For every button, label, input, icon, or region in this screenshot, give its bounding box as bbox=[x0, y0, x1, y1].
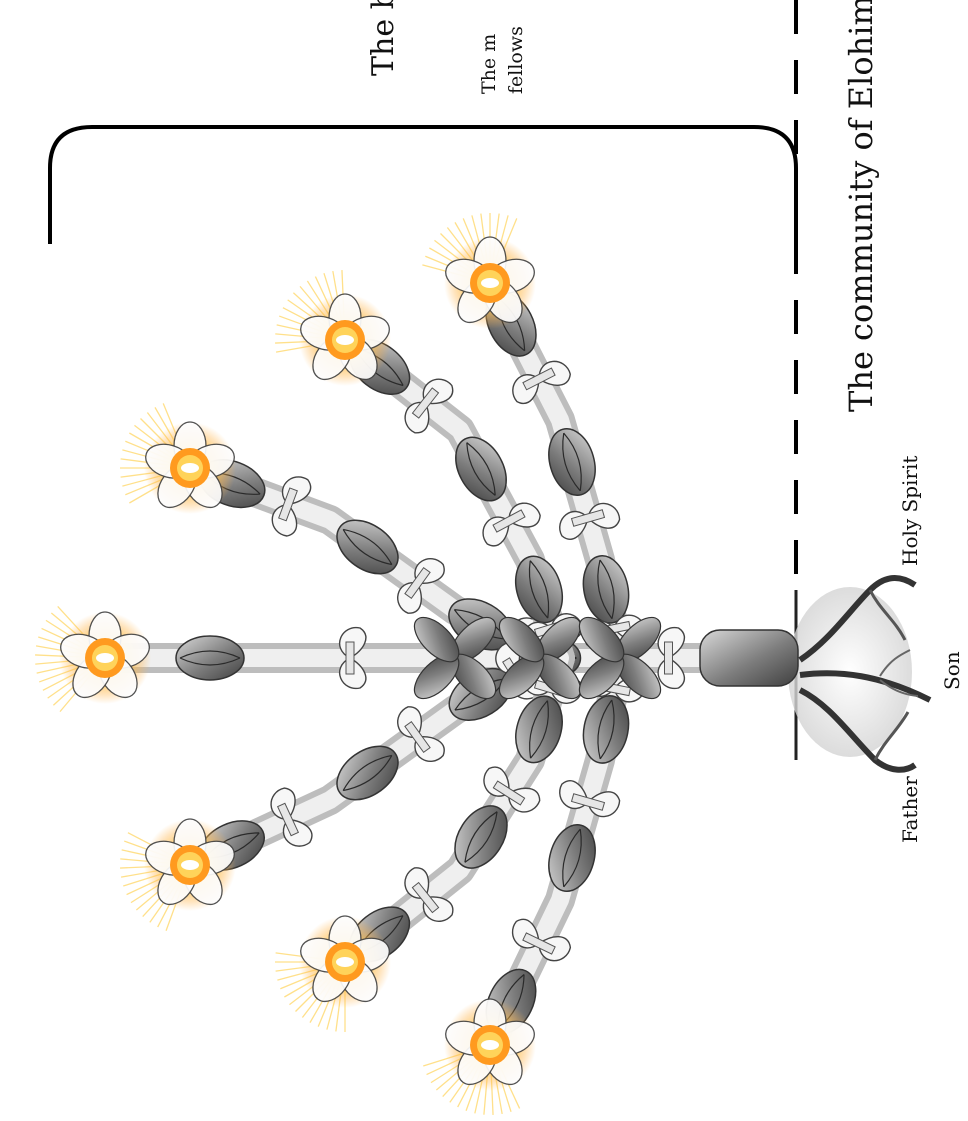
knop-ring bbox=[404, 566, 431, 600]
caption-top: The b bbox=[366, 0, 401, 76]
branch-ornament bbox=[548, 428, 596, 496]
branch-ornament bbox=[512, 360, 571, 404]
branch-ornament bbox=[657, 626, 685, 690]
flame-core bbox=[481, 278, 499, 288]
branch-ornament bbox=[397, 706, 445, 762]
branch-ornament bbox=[559, 780, 621, 818]
knop-ring bbox=[492, 509, 526, 533]
branch-ornament bbox=[270, 787, 313, 847]
knop-ring bbox=[664, 641, 673, 675]
flame-core bbox=[336, 957, 354, 967]
knop-ring bbox=[570, 509, 606, 527]
almond-bud bbox=[582, 695, 630, 764]
root-label-father: Father bbox=[898, 776, 922, 843]
branch-ornament bbox=[455, 436, 507, 502]
bud-veins bbox=[342, 528, 393, 566]
caption-community: The community of Elohim bbox=[842, 0, 880, 412]
menorah-branches bbox=[90, 268, 799, 1060]
bud-veins bbox=[529, 700, 549, 759]
central-cluster bbox=[578, 616, 662, 700]
knop-ring bbox=[276, 802, 300, 837]
flame-core bbox=[181, 860, 199, 870]
bud-veins bbox=[464, 811, 498, 863]
bud-veins bbox=[562, 432, 582, 492]
branch-ornament bbox=[582, 695, 630, 764]
branch-ornament bbox=[514, 555, 564, 624]
flame-core bbox=[96, 653, 114, 663]
bud-veins bbox=[179, 650, 241, 666]
branch-ornament bbox=[175, 635, 245, 681]
almond-bud bbox=[175, 635, 245, 681]
caption-subtext-line2: fellows bbox=[505, 26, 527, 94]
lamp-7 bbox=[423, 998, 536, 1115]
bud-veins bbox=[342, 754, 393, 792]
flame-core bbox=[481, 1040, 499, 1050]
lamp-3 bbox=[120, 818, 236, 932]
root-label-son: Son bbox=[940, 651, 964, 690]
flame-core bbox=[181, 463, 199, 473]
branch-ornament bbox=[404, 867, 454, 922]
almond-bud bbox=[514, 555, 564, 624]
cluster-leaf bbox=[498, 616, 545, 663]
lamp-2 bbox=[120, 403, 236, 514]
knop-ring bbox=[522, 367, 556, 391]
knop-ring bbox=[411, 387, 440, 419]
root-label-holy-spirit: Holy Spirit bbox=[898, 455, 922, 566]
flame-core bbox=[336, 335, 354, 345]
almond-bud bbox=[548, 428, 596, 496]
almond-bud bbox=[454, 805, 508, 869]
central-cluster bbox=[413, 616, 497, 700]
bud-veins bbox=[528, 560, 550, 619]
knop-ring bbox=[404, 720, 431, 754]
lamp-6 bbox=[422, 213, 536, 329]
branch-ornament bbox=[559, 502, 621, 540]
cluster-leaf bbox=[578, 616, 625, 663]
branch-ornament bbox=[482, 502, 541, 547]
knop-ring bbox=[278, 487, 298, 522]
branch-ornament bbox=[515, 695, 563, 764]
almond-bud bbox=[336, 519, 399, 575]
knop-ring bbox=[522, 932, 556, 955]
branch-ornament bbox=[454, 805, 508, 869]
branch-ornament bbox=[483, 766, 541, 813]
stem-base bbox=[699, 629, 799, 687]
branch-ornament bbox=[336, 519, 399, 575]
lamp-4 bbox=[275, 270, 391, 386]
knop-ring bbox=[411, 881, 440, 914]
almond-bud bbox=[548, 824, 596, 892]
knop-ring bbox=[570, 793, 606, 811]
central-cluster bbox=[498, 616, 582, 700]
bud-veins bbox=[466, 442, 496, 496]
branch-ornament bbox=[548, 824, 596, 892]
bud-veins bbox=[562, 828, 582, 888]
caption-subtext-line1: The m bbox=[478, 33, 500, 94]
lamp-flames bbox=[35, 213, 536, 1115]
root-system bbox=[788, 575, 932, 773]
lamp-5 bbox=[275, 915, 391, 1032]
branch-ornament bbox=[511, 918, 572, 962]
lamp-1 bbox=[35, 605, 151, 713]
branch-ornament bbox=[271, 476, 312, 537]
branch-ornament bbox=[397, 558, 445, 614]
bud-veins bbox=[597, 559, 615, 620]
bracket bbox=[48, 125, 798, 244]
bud-veins bbox=[597, 699, 615, 760]
knop-ring bbox=[492, 780, 526, 806]
knop-ring bbox=[345, 641, 355, 675]
branch-ornament bbox=[404, 378, 454, 434]
almond-bud bbox=[515, 695, 563, 764]
branch-ornament bbox=[336, 745, 399, 801]
cluster-leaf bbox=[413, 616, 460, 663]
branch-ornament bbox=[339, 626, 367, 690]
almond-bud bbox=[336, 745, 399, 801]
